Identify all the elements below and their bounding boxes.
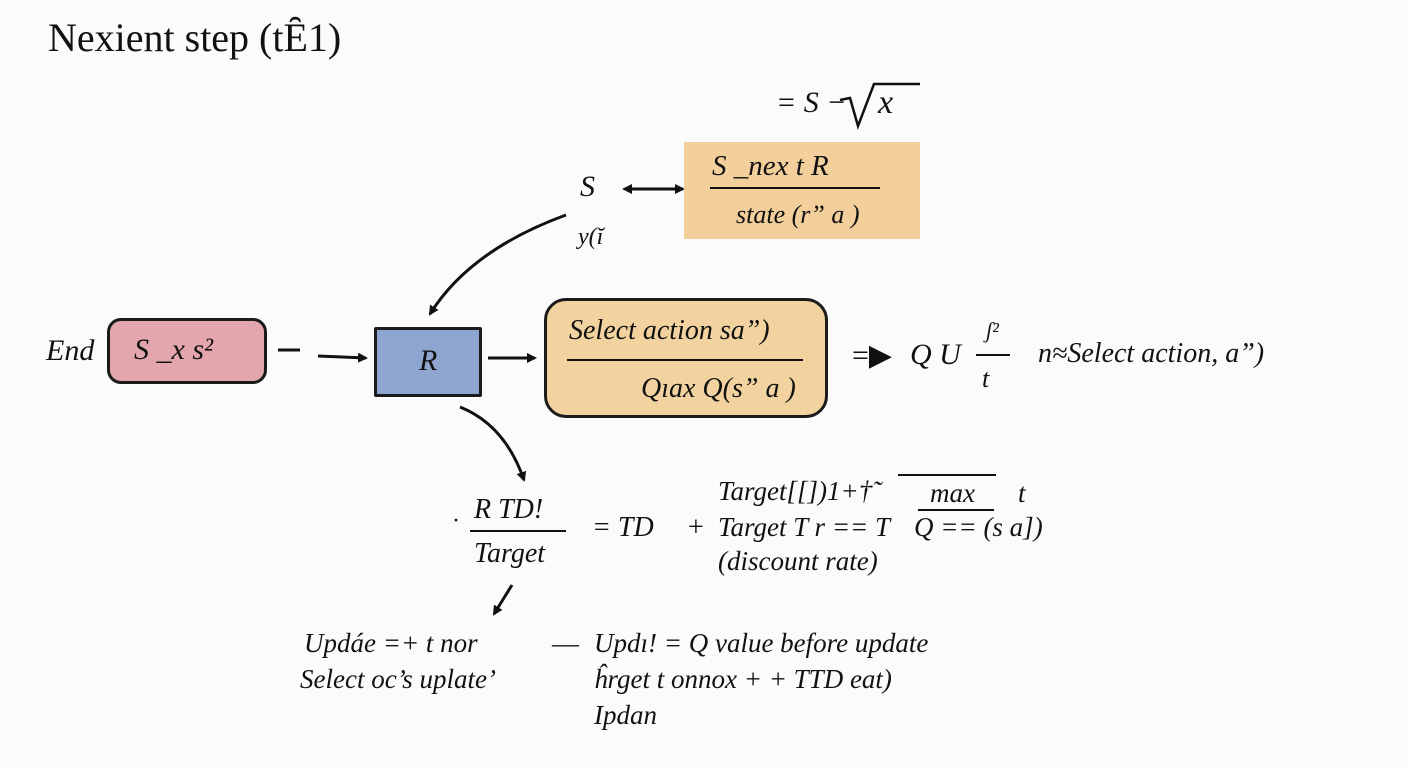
snext-top: S _nex t R xyxy=(712,150,829,182)
update-right1: Updı! = Q value before update xyxy=(594,628,929,658)
select-top: Select action sa”) xyxy=(569,315,770,346)
td-line2: Target T r == T xyxy=(718,512,891,542)
top-formula-eq: = S − xyxy=(776,86,847,119)
td-dot: · xyxy=(452,508,460,534)
q-output-tail: n≈Select action, a”) xyxy=(1038,338,1265,369)
select-action-box: Select action sa”) Qıax Q(s” a ) xyxy=(544,298,828,418)
arrow-td-to-update xyxy=(492,584,514,616)
td-frac-bottom: Target xyxy=(474,538,546,569)
td-line3: (discount rate) xyxy=(718,546,878,576)
select-fraction-line xyxy=(567,359,803,361)
snext-bottom: state (r” a ) xyxy=(736,200,860,229)
td-t: t xyxy=(1018,478,1026,508)
page-title: Nexient step (tȆ1) xyxy=(48,15,342,60)
td-fraction-line xyxy=(470,530,566,532)
state-sub: y(ĭ xyxy=(578,224,604,250)
end-prefix: End xyxy=(46,334,95,367)
td-max-overline xyxy=(898,474,996,476)
update-left1: Updáe =+ t nor xyxy=(304,628,478,658)
curve-r-to-td xyxy=(459,405,527,482)
snext-box: S _nex t R state (r” a ) xyxy=(684,142,920,239)
update-left2: Select oc’s uplate’ xyxy=(300,664,496,694)
arrow-end-to-r xyxy=(317,352,368,363)
update-dash: — xyxy=(552,628,579,658)
update-right3: Ipdan xyxy=(594,700,657,730)
q-output-fraction-line xyxy=(976,354,1010,356)
select-bottom: Qıax Q(s” a ) xyxy=(641,373,796,404)
r-node: R xyxy=(374,327,482,397)
q-output-q: Q U xyxy=(910,338,961,371)
top-formula-radicand: x xyxy=(878,84,894,121)
td-line2b: Q == (s a]) xyxy=(914,512,1043,542)
td-frac-top: R TD! xyxy=(474,494,544,525)
td-plus: + xyxy=(688,512,704,543)
end-node: S _x s² xyxy=(107,318,267,384)
q-output-arrow: =▶ xyxy=(852,339,892,372)
q-output-den: t xyxy=(982,364,990,393)
td-max: max xyxy=(930,478,975,508)
curve-s-to-r xyxy=(428,213,567,316)
td-eq: = TD xyxy=(592,512,654,543)
td-max-underline xyxy=(918,509,994,511)
r-label: R xyxy=(419,344,438,377)
td-line1: Target[[])1+†̃ xyxy=(718,476,873,506)
end-label: S _x s² xyxy=(134,333,213,366)
q-output-num: ʃ² xyxy=(986,318,999,343)
sqrt-sign xyxy=(839,82,920,130)
snext-fraction-line xyxy=(710,187,880,189)
update-right2: ĥrget t onnox + + TTD eat) xyxy=(594,664,892,694)
state-symbol: S xyxy=(580,170,595,203)
